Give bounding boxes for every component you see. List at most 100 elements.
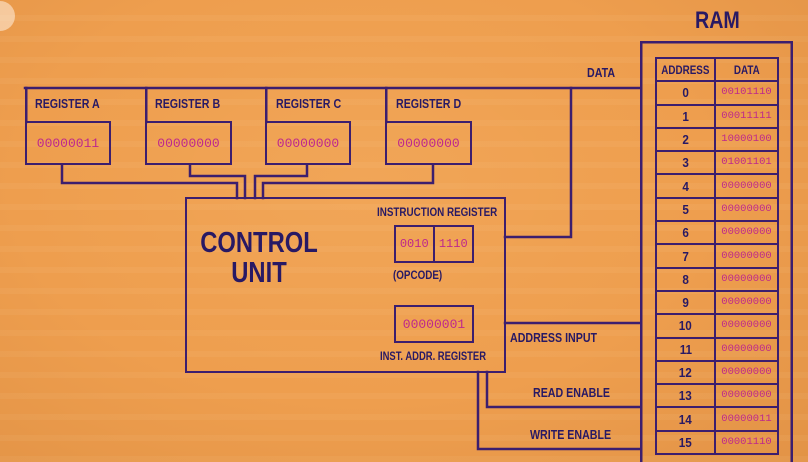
ram-row: 5 00000000	[657, 198, 779, 223]
ram-data: 00001110	[721, 435, 772, 448]
ram-data: 00000011	[721, 412, 772, 425]
ram-address: 7	[682, 248, 689, 264]
ram-address-cell: 6	[657, 222, 716, 246]
ram-data: 00000000	[721, 319, 772, 332]
ram-data-cell: 00000000	[716, 291, 779, 316]
write-enable-wire	[476, 370, 643, 451]
register-d-label: REGISTER D	[396, 96, 462, 111]
register-b: 00000000	[145, 121, 232, 165]
register-a-to-control-wire	[60, 163, 239, 200]
register-b-value: 00000000	[157, 135, 220, 151]
ram-address-cell: 10	[657, 315, 716, 339]
ram-address-cell: 5	[657, 198, 716, 223]
ram-data-cell: 10000100	[716, 128, 779, 153]
ram-data-cell: 00011111	[716, 105, 779, 129]
read-enable-wire	[485, 370, 643, 409]
instruction-register-label: INSTRUCTION REGISTER	[377, 205, 498, 219]
ram-address-cell: 7	[657, 245, 716, 269]
ram-header-data: DATA	[733, 62, 760, 77]
register-c-to-control-wire	[253, 163, 309, 200]
ram-address: 5	[682, 201, 689, 217]
ram-header-address: ADDRESS	[661, 62, 710, 77]
instruction-register-address-bits: 1110	[438, 237, 468, 251]
ram-address: 9	[682, 295, 689, 311]
instruction-register-opcode-cell: 0010	[396, 227, 435, 261]
ram-address: 13	[678, 388, 693, 404]
ram-row: 12 00000000	[657, 361, 779, 386]
logo-mark	[0, 1, 15, 31]
ram-address-cell: 14	[657, 408, 716, 432]
ram-row: 13 00000000	[657, 385, 779, 409]
control-unit	[185, 197, 506, 373]
register-d-value: 00000000	[397, 135, 460, 151]
write-enable-label: WRITE ENABLE	[530, 427, 612, 442]
ram-address: 12	[678, 365, 693, 380]
ram-address: 11	[679, 341, 692, 357]
ram-row: 10 00000000	[657, 315, 779, 339]
ram-data: 00011111	[721, 109, 772, 122]
ram-data: 00000000	[721, 342, 772, 355]
ram-row: 15 00001110	[657, 431, 779, 456]
ram-data-cell: 00000000	[716, 198, 779, 223]
ram-address: 8	[682, 271, 689, 287]
ram-row: 9 00000000	[657, 291, 779, 316]
ram-address: 4	[682, 178, 689, 194]
ram-row: 7 00000000	[657, 245, 779, 269]
ram-title: RAM	[695, 7, 740, 34]
ram-data: 00000000	[721, 202, 772, 215]
ram-address-cell: 13	[657, 385, 716, 409]
data-bus-label: DATA	[587, 65, 616, 80]
ram-address: 10	[678, 318, 693, 334]
ram-address-cell: 12	[657, 361, 716, 386]
ram-row: 2 10000100	[657, 128, 779, 153]
register-c-value: 00000000	[276, 135, 340, 151]
register-a: 00000011	[25, 121, 111, 165]
ram-data-cell: 00000000	[716, 315, 779, 339]
ram-data: 00000000	[721, 296, 772, 309]
ram-data-cell: 01001101	[716, 152, 779, 176]
ram-address-cell: 0	[657, 82, 716, 106]
ram-address: 2	[682, 132, 689, 148]
ram-header-address-cell: ADDRESS	[657, 59, 716, 83]
ram-data-cell: 00000000	[716, 338, 779, 362]
ram-data: 00000000	[721, 272, 772, 285]
ram-row: 6 00000000	[657, 222, 779, 246]
ram-outline	[640, 41, 793, 462]
instruction-register-opcode-bits: 0010	[399, 237, 429, 251]
ram-address-cell: 9	[657, 291, 716, 316]
ram-data: 10000100	[721, 133, 772, 146]
ram-address-cell: 2	[657, 128, 716, 153]
ram-data-cell: 00000011	[716, 408, 779, 432]
ram-row: 1 00011111	[657, 105, 779, 129]
instruction-register-address-cell: 1110	[435, 227, 473, 261]
register-c-label: REGISTER C	[276, 96, 342, 111]
instruction-register: 0010 1110	[394, 225, 474, 263]
ram-address: 6	[682, 225, 689, 241]
ram-data-cell: 00000000	[716, 361, 779, 386]
opcode-caption: (OPCODE)	[393, 268, 443, 282]
register-d: 00000000	[385, 121, 472, 165]
ram-data: 01001101	[721, 156, 772, 169]
instruction-address-register-value: 00000001	[402, 316, 466, 332]
ram-data: 00000000	[721, 389, 772, 402]
ram-data-cell: 00001110	[716, 431, 779, 456]
ram-address: 15	[678, 434, 693, 450]
ram-data-cell: 00101110	[716, 82, 779, 106]
register-a-value: 00000011	[36, 135, 100, 151]
ram-address-cell: 4	[657, 175, 716, 199]
control-unit-title-line-2: UNIT	[231, 257, 287, 289]
ram-address-cell: 1	[657, 105, 716, 129]
ram-data-cell: 00000000	[716, 245, 779, 269]
ram-address-cell: 15	[657, 431, 716, 456]
register-c: 00000000	[265, 121, 351, 165]
ram-row: 14 00000011	[657, 408, 779, 432]
register-d-to-control-wire	[261, 163, 435, 200]
ram-data: 00000000	[721, 179, 772, 192]
ram-row: 8 00000000	[657, 268, 779, 292]
control-unit-title-line-1: CONTROL	[200, 227, 318, 259]
ram-data: 00000000	[721, 226, 772, 239]
